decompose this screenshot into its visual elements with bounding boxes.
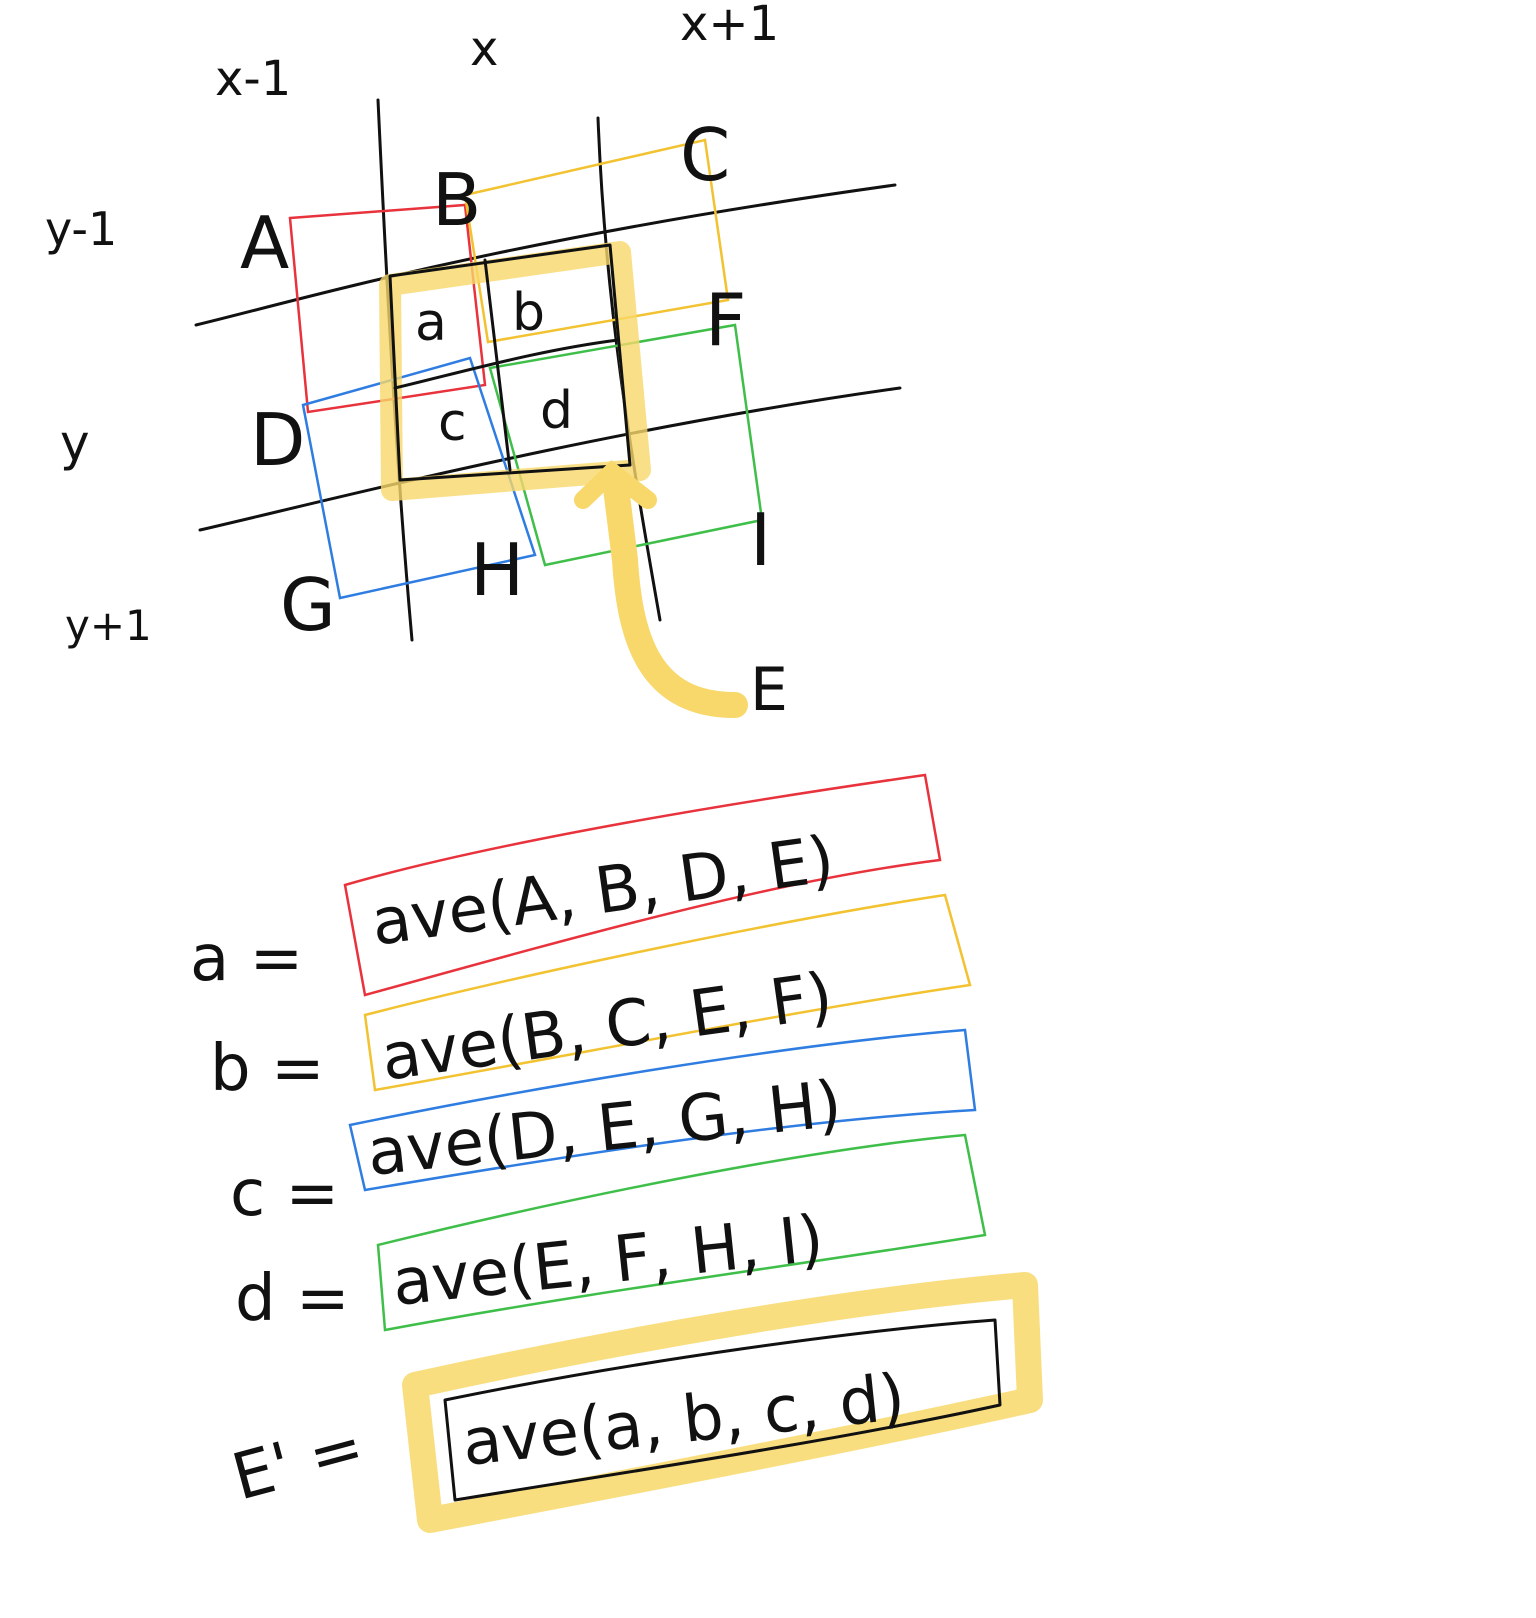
highlight-frame	[379, 241, 651, 501]
column-label-x: x	[470, 21, 498, 77]
neighbourhood-boxes	[288, 138, 764, 600]
subcell-labels: a b c d	[415, 283, 573, 453]
grid-hline-1	[194, 183, 897, 327]
row-labels: y-1 y y+1	[45, 202, 152, 650]
equation-box-inner	[443, 1318, 1002, 1502]
row-label-y-plus-1: y+1	[65, 601, 152, 650]
highlighted-block	[379, 241, 651, 501]
block-divider-vertical	[483, 258, 512, 472]
arrow-target-label: E	[750, 655, 788, 725]
equation-lhs-d: d =	[235, 1262, 350, 1336]
arrow-head	[574, 460, 657, 509]
cell-label-G: G	[280, 563, 336, 647]
cell-label-D: D	[250, 398, 305, 482]
arrow-to-block	[574, 460, 748, 718]
equation-box-green	[376, 1133, 987, 1332]
equation-rhs-a: ave(A, B, D, E)	[367, 823, 839, 961]
equation-box-yellow	[363, 893, 972, 1092]
red-box-a	[288, 203, 487, 414]
cell-label-F: F	[705, 278, 746, 362]
equation-lhs-a: a =	[190, 922, 303, 996]
column-label-x-minus-1: x-1	[215, 51, 291, 107]
column-label-x-plus-1: x+1	[680, 0, 779, 52]
cell-label-C: C	[680, 113, 730, 197]
grid-hline-2	[198, 386, 902, 532]
equation-lhs-b: b =	[210, 1032, 325, 1106]
column-labels: x-1 x x+1	[215, 0, 779, 107]
row-label-y: y	[60, 414, 90, 472]
subcell-label-d: d	[540, 381, 573, 441]
cell-label-A: A	[240, 201, 289, 285]
equation-lhs-e-prime: E' =	[225, 1410, 372, 1516]
equation-rhs-d: ave(E, F, H, I)	[389, 1202, 827, 1321]
equation-box-highlight	[402, 1272, 1043, 1533]
equation-lhs-c: c =	[230, 1157, 339, 1231]
arrow-shaft	[602, 467, 748, 718]
cell-labels: A B C D F G H I	[240, 113, 771, 647]
cell-label-I: I	[750, 498, 771, 582]
block-outline	[388, 243, 632, 482]
green-box-d	[488, 323, 764, 567]
block-divider-horizontal	[393, 338, 620, 390]
subcell-label-c: c	[438, 393, 467, 453]
equations: a = ave(A, B, D, E) b = ave(B, C, E, F) …	[190, 773, 1043, 1533]
cell-label-H: H	[470, 528, 524, 612]
subcell-label-a: a	[415, 293, 447, 353]
grid	[194, 98, 902, 642]
cell-label-B: B	[432, 158, 481, 242]
blue-box-c	[301, 356, 537, 600]
row-label-y-minus-1: y-1	[45, 202, 117, 256]
equation-box-blue	[348, 1028, 977, 1192]
equation-box-red	[343, 773, 942, 997]
subcell-label-b: b	[512, 283, 545, 343]
yellow-box-b	[463, 138, 730, 344]
